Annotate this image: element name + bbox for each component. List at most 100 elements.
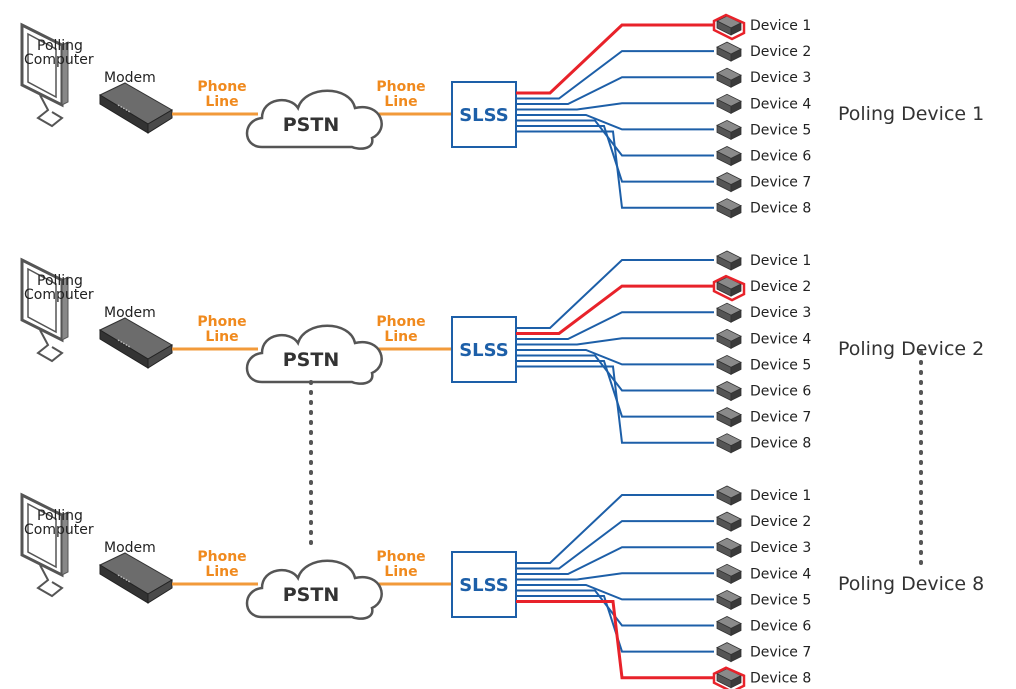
pstn-label: PSTN xyxy=(283,584,339,606)
phone-line-label: Phone xyxy=(197,79,246,95)
polling-group: PollingComputerModemPhoneLinePhoneLinePS… xyxy=(20,250,984,454)
device-label: Device 2 xyxy=(750,514,811,530)
connection-line xyxy=(516,130,714,209)
device-icon xyxy=(716,563,742,584)
polling-group: PollingComputerModemPhoneLinePhoneLinePS… xyxy=(20,13,984,219)
slss-box xyxy=(451,551,517,618)
computer-label: Computer xyxy=(24,287,94,303)
polling-group: PollingComputerModemPhoneLinePhoneLinePS… xyxy=(20,485,984,689)
connection-line xyxy=(516,595,714,653)
device-label: Device 2 xyxy=(750,44,811,60)
device-icon xyxy=(716,172,742,193)
device-label: Device 6 xyxy=(750,619,811,635)
computer-label: Polling xyxy=(37,273,83,289)
connection-line xyxy=(516,76,714,105)
active-connection-line xyxy=(516,23,714,95)
device-icon xyxy=(716,354,742,375)
connection-line xyxy=(516,337,714,346)
connection-line xyxy=(516,520,714,570)
device-icon xyxy=(716,407,742,428)
group-title: Poling Device 1 xyxy=(838,103,984,125)
device-label: Device 6 xyxy=(750,384,811,400)
device-label: Device 8 xyxy=(750,201,811,217)
connection-line xyxy=(516,365,714,444)
device-icon xyxy=(716,41,742,62)
computer-label: Computer xyxy=(24,52,94,68)
phone-line-label: Phone xyxy=(197,314,246,330)
device-icon xyxy=(716,328,742,349)
slss-label: SLSS xyxy=(459,105,509,126)
device-label: Device 5 xyxy=(750,357,811,373)
device-icon xyxy=(716,93,742,114)
modem-label: Modem xyxy=(104,540,156,556)
device-icon xyxy=(716,250,742,271)
device-icon xyxy=(716,590,742,610)
device-label: Device 5 xyxy=(750,592,811,608)
device-icon xyxy=(716,485,742,506)
connection-line xyxy=(516,584,714,601)
device-icon xyxy=(716,433,742,454)
slss-label: SLSS xyxy=(459,340,509,361)
pstn-label: PSTN xyxy=(283,349,339,371)
phone-line-label: Phone xyxy=(197,549,246,565)
computer-label: Computer xyxy=(24,522,94,538)
device-label: Device 1 xyxy=(750,253,811,269)
phone-line-label: Phone xyxy=(376,314,425,330)
device-label: Device 8 xyxy=(750,671,811,687)
connection-line xyxy=(516,259,714,329)
device-label: Device 7 xyxy=(750,645,811,661)
connection-line xyxy=(516,125,714,183)
device-icon xyxy=(716,146,742,166)
phone-line-label: Line xyxy=(384,94,417,110)
device-icon xyxy=(716,198,742,219)
device-label: Device 6 xyxy=(750,149,811,165)
device-label: Device 4 xyxy=(750,566,811,582)
computer-label: Polling xyxy=(37,508,83,524)
device-label: Device 7 xyxy=(750,175,811,191)
group-title: Poling Device 2 xyxy=(838,338,984,360)
device-icon xyxy=(716,302,742,323)
active-device-highlight xyxy=(712,274,746,302)
phone-line-label: Line xyxy=(384,564,417,580)
active-connection-line xyxy=(516,284,714,335)
device-label: Device 5 xyxy=(750,122,811,138)
modem-label: Modem xyxy=(104,305,156,321)
phone-line-label: Phone xyxy=(376,79,425,95)
modem-icon xyxy=(99,317,173,369)
device-icon xyxy=(716,616,742,636)
device-icon xyxy=(716,67,742,88)
device-icon xyxy=(716,642,742,662)
device-label: Device 3 xyxy=(750,540,811,556)
connection-line xyxy=(516,494,714,564)
device-label: Device 8 xyxy=(750,436,811,452)
connection-line xyxy=(516,114,714,131)
connection-line xyxy=(516,102,714,111)
device-label: Device 1 xyxy=(750,18,811,34)
active-device-highlight xyxy=(712,666,746,689)
connection-line xyxy=(516,572,714,581)
connection-line xyxy=(516,50,714,100)
modem-icon xyxy=(99,82,173,134)
phone-line-label: Line xyxy=(384,329,417,345)
slss-box xyxy=(451,81,517,148)
connection-line xyxy=(516,546,714,575)
connection-line xyxy=(516,311,714,340)
device-icon xyxy=(716,381,742,401)
device-icon xyxy=(716,120,742,140)
device-label: Device 2 xyxy=(750,279,811,295)
device-label: Device 4 xyxy=(750,96,811,112)
device-label: Device 3 xyxy=(750,70,811,86)
phone-line-label: Line xyxy=(205,564,238,580)
pstn-label: PSTN xyxy=(283,114,339,136)
modem-label: Modem xyxy=(104,70,156,86)
group-title: Poling Device 8 xyxy=(838,573,984,595)
modem-icon xyxy=(99,552,173,604)
device-icon xyxy=(716,537,742,558)
phone-line-label: Line xyxy=(205,94,238,110)
active-connection-line xyxy=(516,600,714,680)
connection-line xyxy=(516,349,714,366)
device-icon xyxy=(716,511,742,532)
device-label: Device 1 xyxy=(750,488,811,504)
phone-line-label: Line xyxy=(205,329,238,345)
